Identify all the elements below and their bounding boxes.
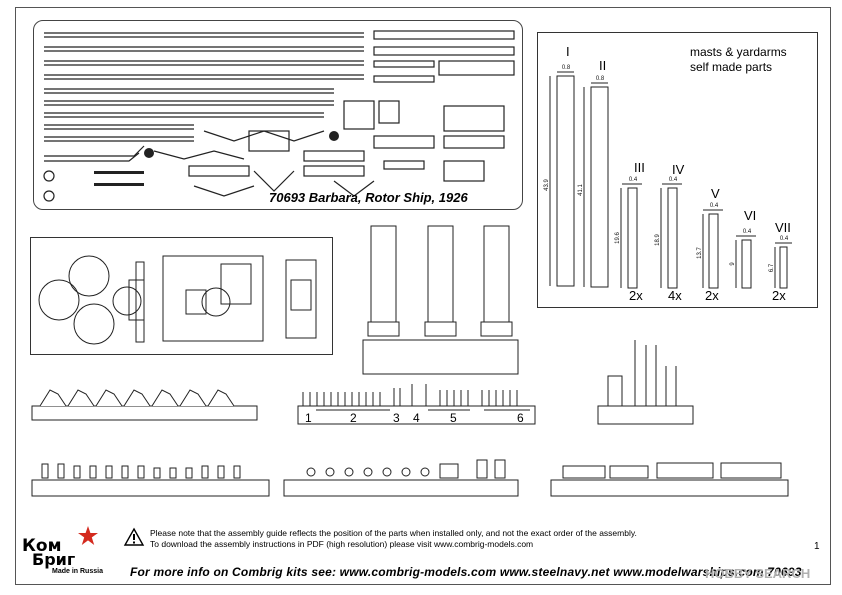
mast-V-label: V — [711, 186, 720, 201]
fitting-label-5: 5 — [450, 411, 457, 425]
fitting-label-6: 6 — [517, 411, 524, 425]
watermark: HOBBY SEARCH — [705, 566, 811, 581]
mast-IV-width: 0.4 — [669, 177, 678, 183]
mast-bar-V — [708, 213, 719, 289]
mast-bar-II — [590, 86, 609, 288]
assembly-notice: Please note that the assembly guide refl… — [150, 528, 637, 550]
masts-title-line2: self made parts — [690, 60, 773, 74]
mast-III-label: III — [634, 160, 645, 175]
mast-bar-IV — [667, 187, 678, 289]
resin-parts-panel — [30, 237, 333, 355]
logo-line2: Бриг — [32, 550, 76, 569]
mast-VI-width: 0.4 — [743, 229, 752, 235]
fitting-label-1: 1 — [305, 411, 312, 425]
masts-title-line1: masts & yardarms — [690, 45, 787, 59]
mast-IV-label: IV — [672, 162, 685, 177]
mast-bar-VII — [779, 246, 788, 289]
fitting-label-4: 4 — [413, 411, 420, 425]
mast-I-label: I — [566, 44, 570, 59]
mast-VII-qty: 2x — [772, 288, 786, 303]
mast-bar-III — [627, 187, 638, 289]
mast-VII-length: 6.7 — [769, 263, 775, 272]
mast-V-qty: 2x — [705, 288, 719, 303]
mast-VI-label: VI — [744, 208, 757, 223]
mast-III-width: 0.4 — [629, 177, 638, 183]
notice-line1: Please note that the assembly guide refl… — [150, 528, 637, 538]
mast-VII-width: 0.4 — [780, 236, 789, 242]
fitting-label-3: 3 — [393, 411, 400, 425]
red-star-icon — [78, 526, 98, 545]
footer-links: For more info on Combrig kits see: www.c… — [130, 565, 802, 579]
mast-V-width: 0.4 — [710, 203, 719, 209]
warning-triangle-icon — [123, 527, 145, 546]
mast-I-width: 0.8 — [562, 65, 571, 71]
masts-title: masts & yardarms self made parts — [690, 45, 787, 75]
mast-III-length: 19.6 — [615, 232, 621, 244]
logo-line1: Ком — [22, 536, 62, 556]
mast-bar-VI — [741, 239, 752, 289]
mast-III-qty: 2x — [629, 288, 643, 303]
mast-II-label: II — [599, 58, 607, 73]
photo-etch-sheet: 70693 Barbara, Rotor Ship, 1926 — [33, 20, 523, 210]
page-frame — [15, 7, 831, 585]
notice-line2: To download the assembly instructions in… — [150, 539, 534, 549]
mast-VII-label: VII — [775, 220, 791, 235]
resin-parts-drawing — [38, 255, 317, 345]
etch-sheet-title: 70693 Barbara, Rotor Ship, 1926 — [269, 190, 468, 205]
mast-I-length: 43.9 — [544, 179, 550, 191]
mast-VI-length: 9 — [730, 262, 736, 266]
mast-IV-qty: 4x — [668, 288, 682, 303]
mast-II-length: 41.1 — [578, 184, 584, 196]
etch-parts-drawing — [43, 30, 515, 202]
fitting-label-2: 2 — [350, 411, 357, 425]
mast-II-width: 0.8 — [596, 76, 605, 82]
page-number: 1 — [814, 541, 820, 552]
mast-V-length: 13.7 — [697, 247, 703, 259]
logo-subtitle: Made in Russia — [52, 568, 103, 575]
mast-bar-I — [556, 75, 575, 287]
mast-IV-length: 18.9 — [655, 234, 661, 246]
